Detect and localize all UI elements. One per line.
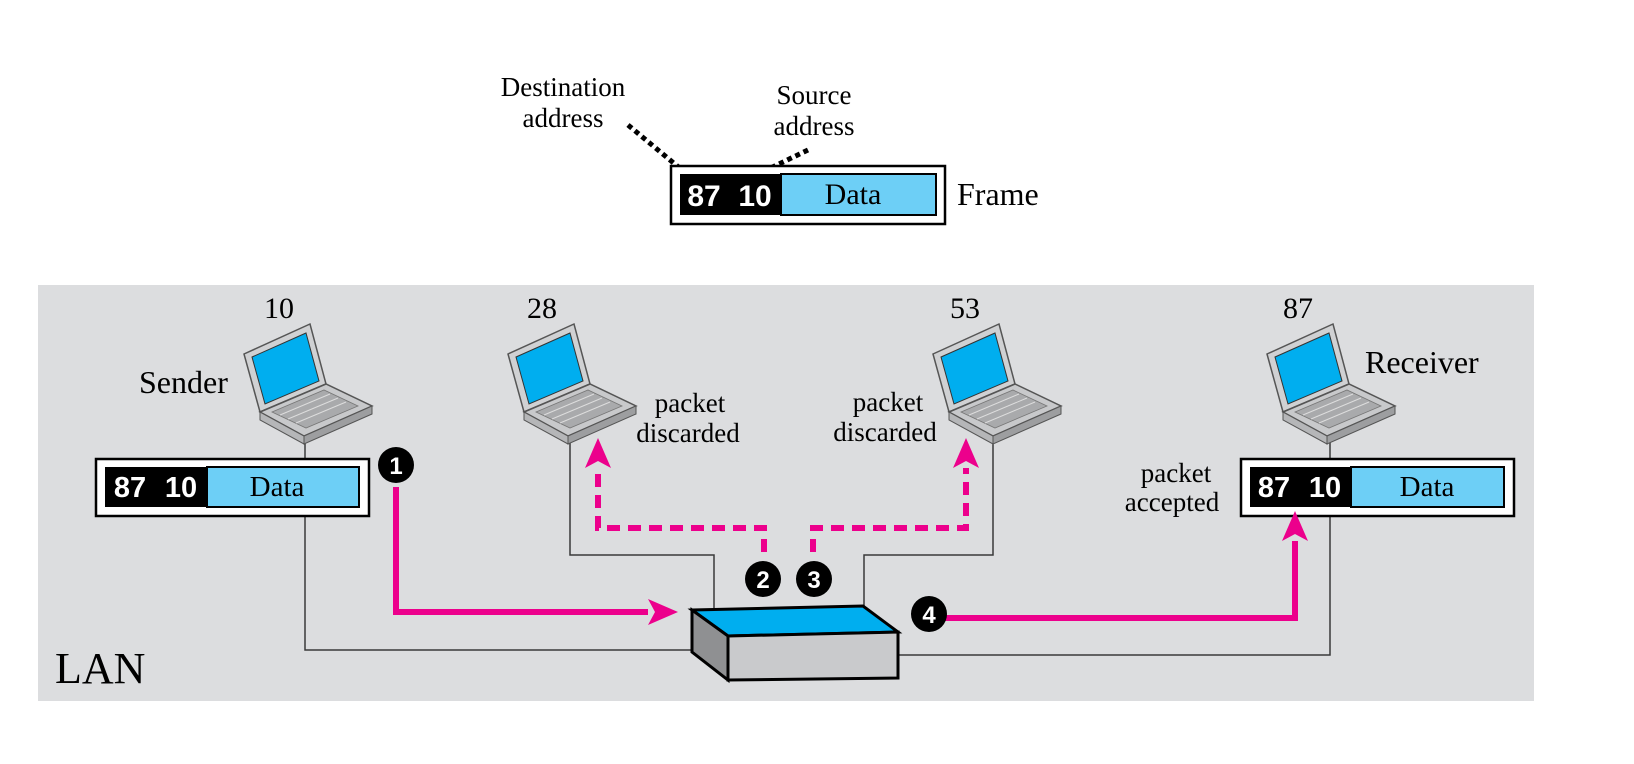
step-marker-3: 3 (796, 561, 832, 597)
receiver-frame-source: 10 (1309, 472, 1341, 504)
frame-illustration: Destination address Source address 87 10… (501, 72, 1039, 226)
svg-text:1: 1 (389, 453, 402, 480)
lan-cables (304, 430, 1331, 656)
note-87-line1: packet (1141, 458, 1212, 488)
frame-destination-address: 87 (687, 180, 720, 213)
station-address-28: 28 (527, 292, 557, 325)
step1-arrow (393, 487, 678, 625)
frame-address-cell (680, 174, 781, 215)
sender-frame-destination: 87 (114, 472, 146, 504)
receiver-frame: 87 10 Data (1239, 457, 1516, 518)
frame-source-address: 10 (738, 180, 771, 213)
svg-text:2: 2 (756, 567, 769, 594)
source-callout-line2: address (774, 111, 855, 141)
step3-arrow (810, 438, 979, 552)
step4-arrow (944, 511, 1308, 621)
frame-data-label: Data (825, 178, 882, 211)
receiver-frame-destination: 87 (1258, 472, 1290, 504)
destination-callout-line2: address (523, 103, 604, 133)
note-53-line1: packet (853, 387, 924, 417)
frame-caption: Frame (957, 176, 1039, 212)
note-28-line1: packet (655, 388, 726, 418)
note-28-line2: discarded (636, 418, 740, 448)
step-marker-1: 1 (378, 447, 414, 483)
switch-device (687, 604, 903, 684)
station-address-53: 53 (950, 292, 980, 325)
step-marker-4: 4 (911, 596, 947, 632)
step-marker-2: 2 (745, 561, 781, 597)
step2-arrow (585, 438, 767, 552)
sender-frame: 87 10 Data (94, 457, 371, 518)
sender-label: Sender (139, 364, 228, 400)
frame-data-cell (780, 173, 937, 216)
sender-frame-source: 10 (165, 472, 197, 504)
destination-callout-line1: Destination (501, 72, 626, 102)
station-address-87: 87 (1283, 292, 1313, 325)
station-address-10: 10 (264, 292, 294, 325)
sender-frame-data: Data (250, 471, 305, 503)
receiver-frame-data: Data (1400, 471, 1455, 503)
source-callout-line1: Source (777, 80, 852, 110)
receiver-label: Receiver (1365, 344, 1479, 380)
note-53-line2: discarded (833, 417, 937, 447)
lan-label: LAN (55, 644, 145, 693)
svg-text:4: 4 (922, 602, 936, 629)
svg-text:3: 3 (807, 567, 820, 594)
note-87-line2: accepted (1125, 487, 1220, 517)
